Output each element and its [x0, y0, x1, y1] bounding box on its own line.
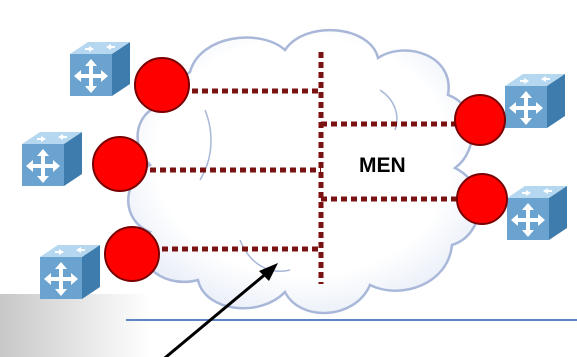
network-switch-icon [70, 42, 130, 96]
ports [92, 57, 508, 282]
switch-bottom-left [40, 245, 100, 299]
cloud-label: MEN [359, 154, 406, 177]
network-switch-icon [505, 74, 565, 128]
switch-bottom-right [507, 186, 567, 240]
port-top-right [454, 94, 506, 146]
pointer-arrow [163, 263, 278, 357]
network-switch-icon [40, 245, 100, 299]
shadow-panel [0, 294, 150, 357]
port-bottom-right [456, 173, 508, 225]
port-bottom-left [104, 226, 160, 282]
connection-lines [120, 52, 482, 284]
network-switch-icon [22, 132, 82, 186]
port-top-left [134, 57, 190, 113]
port-middle-left [92, 136, 148, 192]
switch-top-left [70, 42, 130, 96]
switch-top-right [505, 74, 565, 128]
switch-middle-left [22, 132, 82, 186]
network-switch-icon [507, 186, 567, 240]
